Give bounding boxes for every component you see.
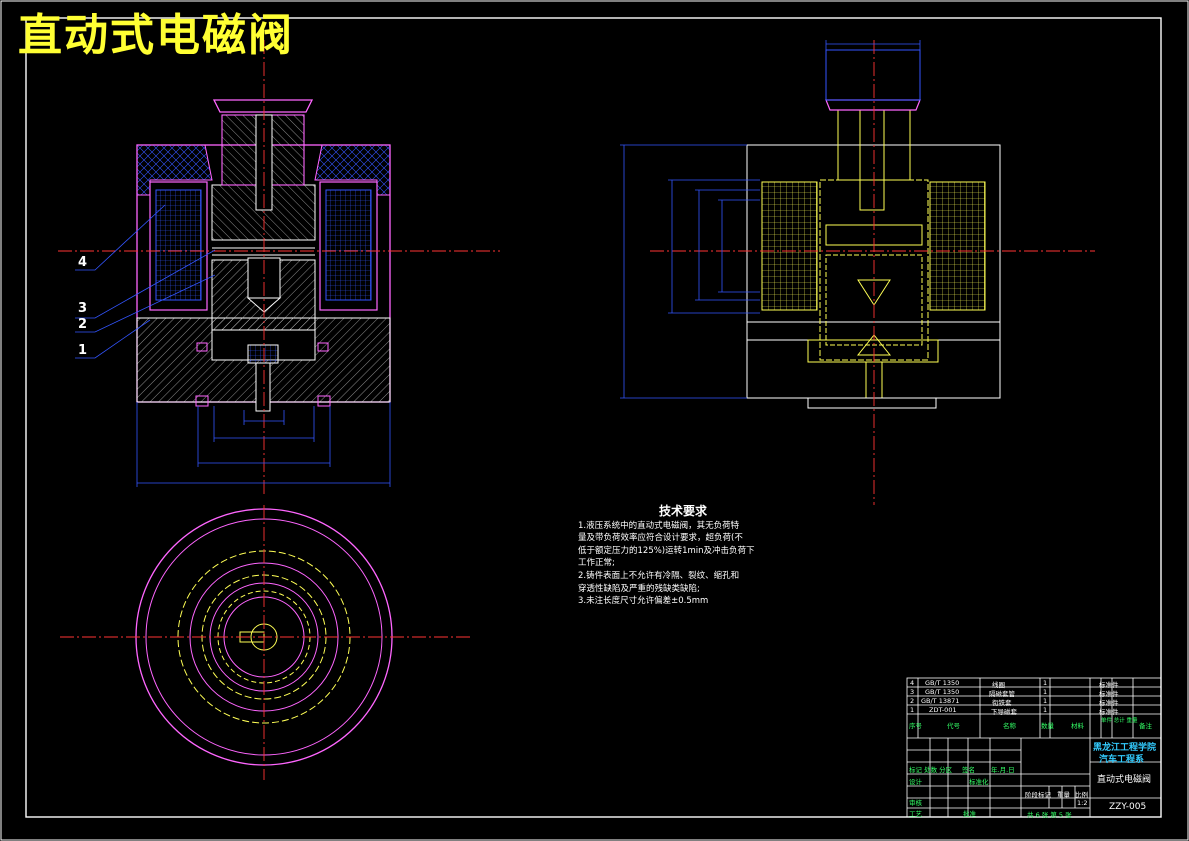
tech-requirements-heading: 技术要求: [658, 504, 707, 518]
tech-line: 量及带负荷效率应符合设计要求，超负荷(不: [578, 533, 743, 544]
part-qty: 1: [1043, 706, 1048, 714]
sign-label: 年.月.日: [991, 766, 1015, 774]
part-qty: 1: [1043, 697, 1048, 705]
part-name: 衔铁套: [992, 699, 1012, 707]
part-label-4: 4: [78, 255, 88, 270]
top-circular-view: [60, 505, 470, 780]
part-no: 3: [910, 688, 915, 696]
part-qty: 1: [1043, 688, 1048, 696]
part-note: 标准件: [1099, 690, 1119, 698]
dept-name: 汽车工程系: [1099, 755, 1145, 765]
part-label-2: 2: [78, 317, 88, 332]
tech-line: 穿透性缺陷及严重的残缺类缺陷;: [578, 583, 700, 594]
part-name: 线圈: [992, 681, 1005, 689]
drawing-title: 直动式电磁阀: [18, 10, 294, 61]
tech-line: 工作正常;: [578, 558, 615, 569]
header-weight: 单件 总计 重量: [1101, 718, 1138, 724]
part-note: 标准件: [1099, 681, 1119, 689]
row-label: 审核: [909, 799, 922, 807]
sign-label: 批准: [963, 810, 976, 818]
sheet-info: 共 6 张 第 5 张: [1027, 811, 1072, 819]
stage-label: 阶段标记: [1025, 791, 1051, 799]
part-code: GB/T 1350: [925, 679, 960, 687]
header-qty: 数量: [1041, 722, 1054, 730]
tech-requirements: 技术要求 1.液压系统中的直动式电磁阀，其无负荷特 量及带负荷效率应符合设计要求…: [578, 505, 788, 608]
scale-label: 比例: [1075, 791, 1088, 799]
sign-label: 标准化: [969, 778, 989, 786]
part-qty: 1: [1043, 679, 1048, 687]
header-no: 序号: [909, 722, 922, 730]
part-note: 标准件: [1099, 708, 1119, 716]
header-material: 材料: [1071, 722, 1084, 730]
row-label: 设计: [909, 778, 922, 786]
header-name: 名称: [1003, 722, 1016, 730]
inner-frame: [25, 17, 1162, 818]
part-label-1: 1: [78, 343, 88, 358]
tech-line: 低于额定压力的125%)运转1min及冲击负荷下: [578, 545, 755, 556]
part-label-3: 3: [78, 301, 88, 316]
header-code: 代号: [947, 722, 960, 730]
title-block-grid: [906, 677, 1162, 818]
front-section-view: [58, 40, 500, 495]
side-view: [620, 40, 1095, 505]
title-block: 4 GB/T 1350 线圈 1 标准件 3 GB/T 1350 隔磁套管 1 …: [907, 678, 1161, 819]
tech-line: 1.液压系统中的直动式电磁阀，其无负荷特: [578, 520, 740, 531]
drawing-no: ZZY-005: [1109, 802, 1147, 812]
drawing-name: 直动式电磁阀: [1097, 775, 1152, 785]
part-no: 2: [910, 697, 915, 705]
school-name: 黑龙江工程学院: [1093, 743, 1157, 753]
sign-label: 签名: [962, 766, 975, 774]
row-label: 工艺: [909, 810, 922, 818]
row-label: 标记 处数 分区: [909, 766, 953, 774]
header-note: 备注: [1139, 722, 1152, 730]
part-no: 4: [910, 679, 915, 687]
part-code: GB/T 1350: [925, 688, 960, 696]
scale-value: 1:2: [1077, 799, 1088, 807]
tech-line: 2.铸件表面上不允许有冷隔、裂纹、缩孔和: [578, 570, 740, 581]
part-name: 下导磁套: [991, 708, 1017, 716]
weight-label: 重量: [1057, 791, 1070, 799]
tech-line: 3.未注长度尺寸允许偏差±0.5mm: [578, 596, 709, 607]
part-code: GB/T 13871: [921, 697, 960, 705]
part-no: 1: [910, 706, 915, 714]
part-code: ZDT-001: [929, 706, 957, 714]
part-note: 标准件: [1099, 699, 1119, 707]
part-name: 隔磁套管: [989, 690, 1015, 698]
